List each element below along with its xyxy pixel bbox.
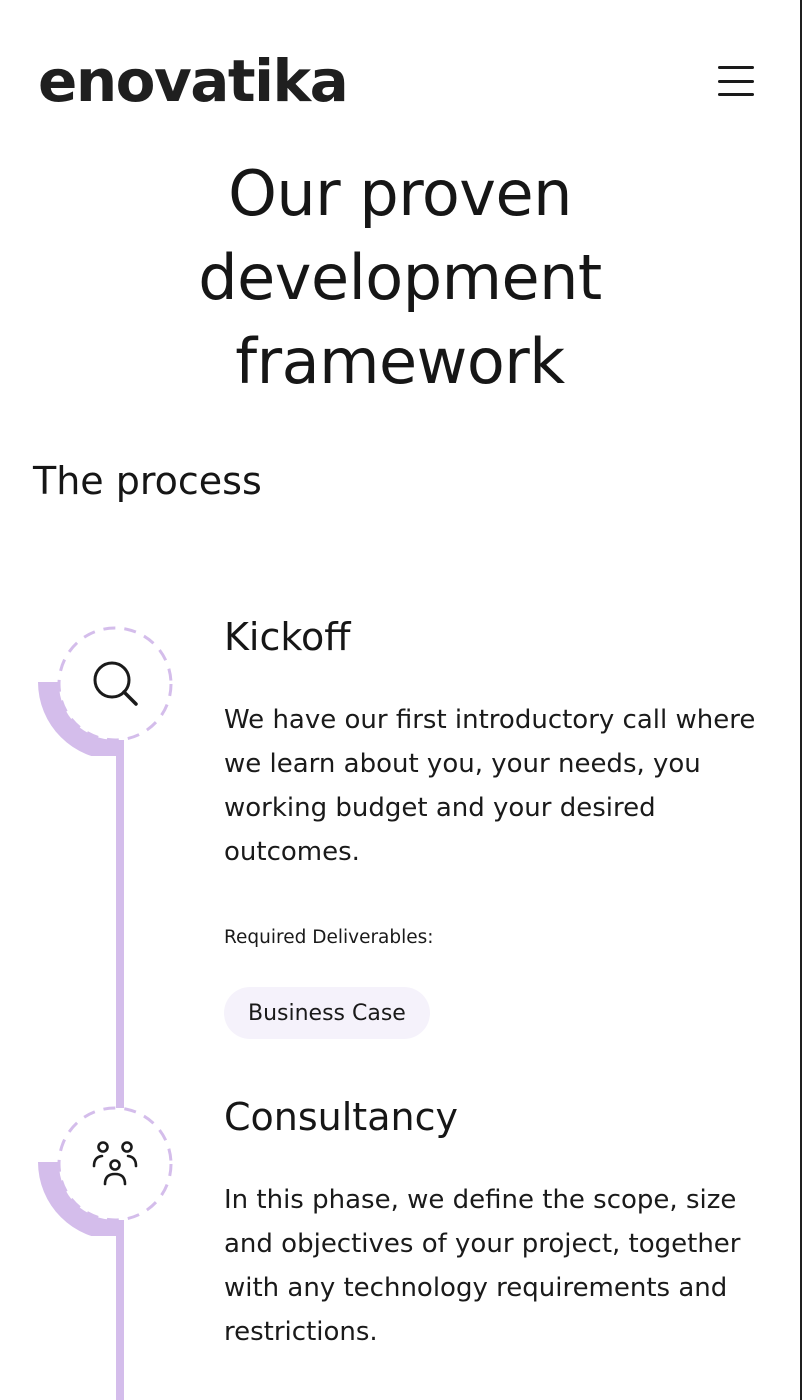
step-title: Kickoff [224, 615, 351, 659]
page-title: Our proven development framework [0, 152, 800, 404]
step-icon-badge [36, 616, 176, 756]
page-title-line: framework [235, 325, 565, 398]
search-icon [93, 661, 138, 706]
timeline-rail [116, 1220, 124, 1400]
page-title-line: development [198, 241, 602, 314]
hamburger-menu-icon[interactable] [712, 62, 760, 100]
process-section-title: The process [33, 459, 262, 503]
timeline-rail [116, 740, 124, 1108]
menu-bar [718, 66, 754, 69]
step-description: In this phase, we define the scope, size… [224, 1185, 741, 1347]
people-group-icon [92, 1141, 138, 1186]
step-description: We have our first introductory call wher… [224, 705, 756, 867]
deliverables-label: Required Deliverables: [224, 927, 434, 948]
step-title: Consultancy [224, 1095, 458, 1139]
step-icon-badge [36, 1096, 176, 1236]
page-edge-divider [800, 0, 802, 1400]
page-title-line: Our proven [228, 157, 572, 230]
menu-bar [718, 93, 754, 96]
site-logo[interactable]: enovatika [38, 47, 349, 115]
deliverable-chip: Business Case [224, 987, 430, 1039]
menu-bar [718, 79, 754, 83]
